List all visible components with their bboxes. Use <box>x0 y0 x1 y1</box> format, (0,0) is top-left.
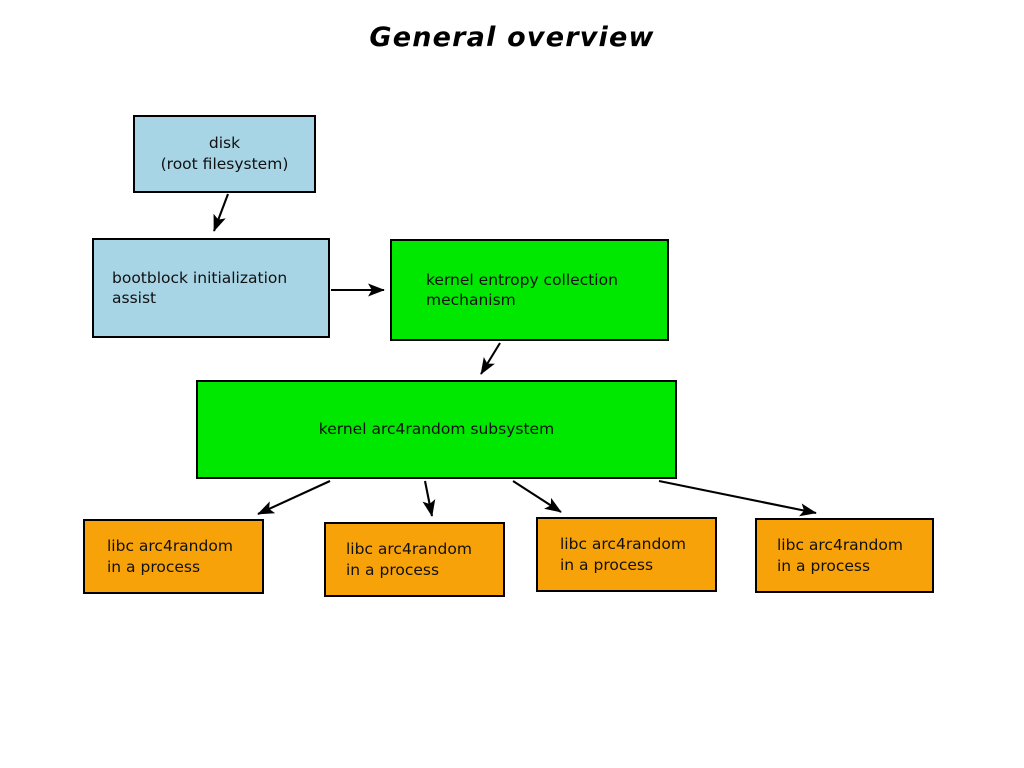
edge-entropy-to-arc4random <box>480 342 501 375</box>
edge-arc4random-to-libc-1 <box>257 480 331 515</box>
edge-arc4random-to-libc-3 <box>512 480 562 513</box>
node-arc4random-label: kernel arc4random subsystem <box>318 420 555 439</box>
node-libc-arc4random-process-3[interactable]: libc arc4random in a process <box>536 517 717 592</box>
node-disk-label: disk (root filesystem) <box>160 134 289 173</box>
node-libc-arc4random-process-1[interactable]: libc arc4random in a process <box>83 519 264 594</box>
edge-arc4random-to-libc-2 <box>422 480 436 517</box>
node-entropy-label: kernel entropy collection mechanism <box>426 270 618 309</box>
node-libc-1-label: libc arc4random in a process <box>107 537 233 576</box>
node-libc-4-label: libc arc4random in a process <box>777 536 903 575</box>
node-libc-3-label: libc arc4random in a process <box>560 535 686 574</box>
node-libc-2-label: libc arc4random in a process <box>346 540 472 579</box>
node-bootblock-initialization-assist[interactable]: bootblock initialization assist <box>92 238 330 338</box>
node-disk[interactable]: disk (root filesystem) <box>133 115 316 193</box>
edge-arc4random-to-libc-4 <box>658 479 817 517</box>
node-libc-arc4random-process-2[interactable]: libc arc4random in a process <box>324 522 505 597</box>
node-libc-arc4random-process-4[interactable]: libc arc4random in a process <box>755 518 934 593</box>
edge-disk-to-bootblock <box>213 193 229 232</box>
node-bootblock-label: bootblock initialization assist <box>112 268 288 307</box>
node-kernel-entropy-collection-mechanism[interactable]: kernel entropy collection mechanism <box>390 239 669 341</box>
node-kernel-arc4random-subsystem[interactable]: kernel arc4random subsystem <box>196 380 677 479</box>
page-title: General overview <box>369 22 655 53</box>
